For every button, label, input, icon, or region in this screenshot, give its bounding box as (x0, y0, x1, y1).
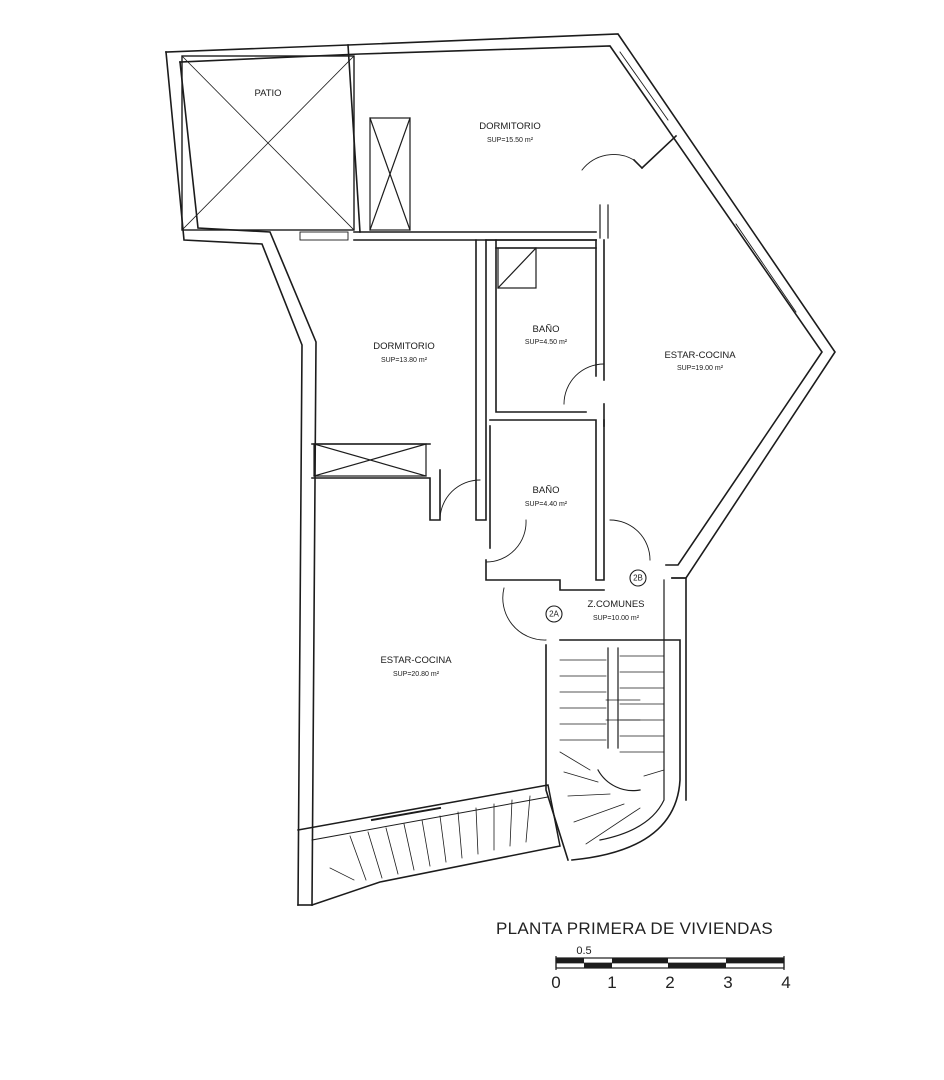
room-name: ESTAR-COCINA (664, 350, 736, 361)
ventilation-shaft-middle (313, 443, 427, 477)
room-area: SUP=13.80 m² (381, 357, 428, 364)
unit-label: 2B (633, 574, 643, 583)
room-area: SUP=4.40 m² (525, 501, 568, 508)
stair-lower (297, 784, 561, 906)
room-name: Z.COMUNES (588, 599, 645, 610)
room-area: SUP=15.50 m² (487, 137, 534, 144)
scale-tick-label: 1 (607, 973, 616, 992)
scale-tick-label: 3 (723, 973, 732, 992)
stair-core (545, 577, 687, 862)
room-area: SUP=20.80 m² (393, 671, 440, 678)
door-top-bedroom (581, 134, 678, 239)
bath-shaft (497, 247, 537, 289)
room-area: SUP=4.50 m² (525, 339, 568, 346)
plan-title: PLANTA PRIMERA DE VIVIENDAS (496, 919, 773, 938)
stair-treads-right (559, 655, 665, 845)
patio-area (181, 44, 597, 241)
room-name: BAÑO (533, 324, 560, 335)
door-swings (439, 363, 651, 641)
room-name: BAÑO (533, 485, 560, 496)
unit-marker-2b (629, 569, 647, 587)
scale-tick-label: 2 (665, 973, 674, 992)
room-area: SUP=19.00 m² (677, 365, 724, 372)
scale-tick-label: 4 (781, 973, 790, 992)
scale-bar (555, 956, 785, 970)
room-name: PATIO (254, 88, 281, 99)
room-name: DORMITORIO (373, 341, 435, 352)
exterior-walls (165, 33, 836, 906)
unit-marker-2a (545, 605, 563, 623)
unit-label: 2A (549, 610, 559, 619)
ventilation-shaft-top (369, 117, 411, 231)
scale-label-half: 0.5 (576, 945, 591, 957)
window-diagonal (619, 51, 797, 313)
stair-lower-treads (329, 795, 531, 881)
room-name: ESTAR-COCINA (380, 655, 452, 666)
scale-tick-label: 0 (551, 973, 560, 992)
room-name: DORMITORIO (479, 121, 541, 132)
room-area: SUP=10.00 m² (593, 615, 640, 622)
